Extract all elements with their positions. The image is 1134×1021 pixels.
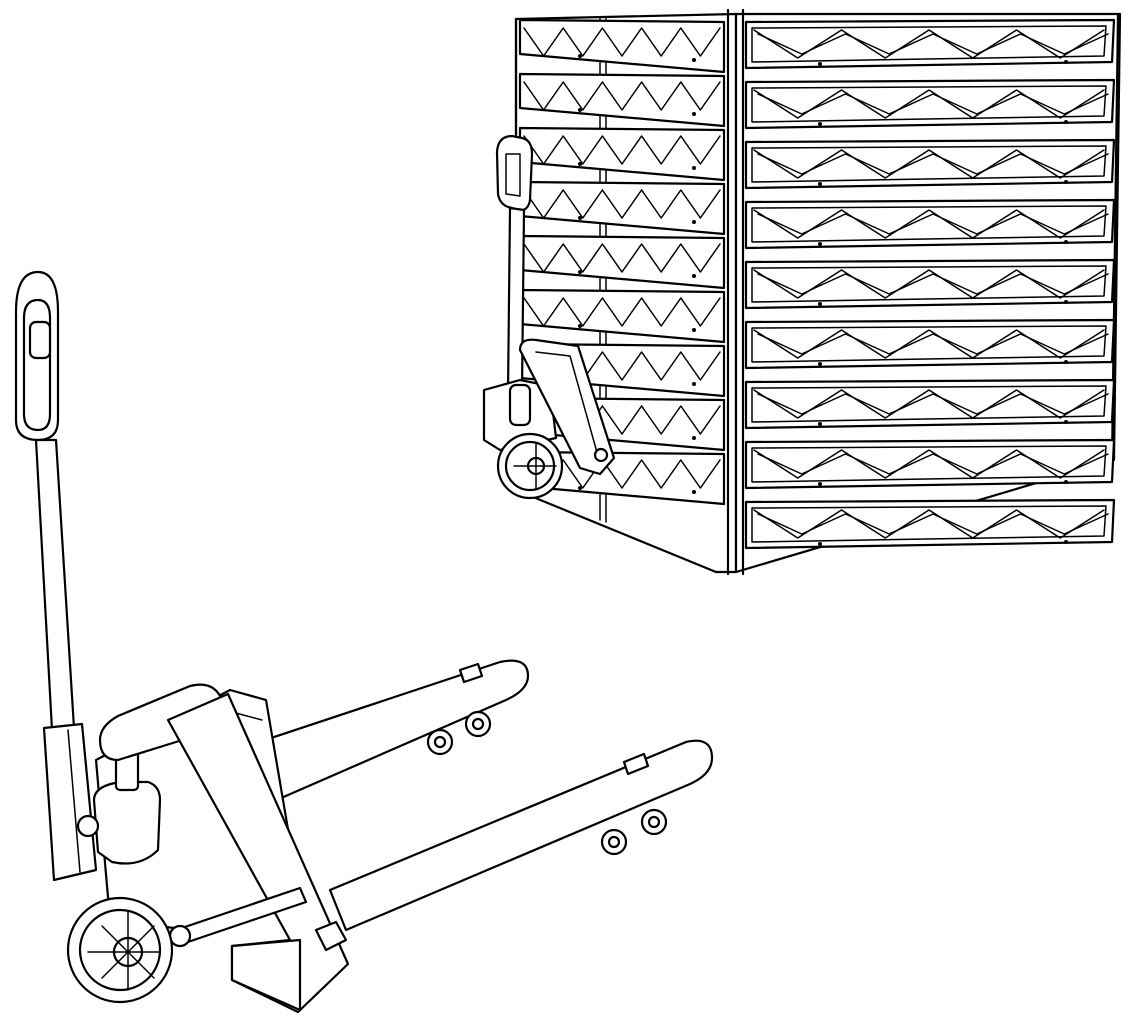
- rack-lattice-left: [523, 27, 721, 57]
- rack-lattice-left: [523, 189, 721, 219]
- rack-lattice: [757, 513, 1109, 535]
- rack-tier-inner: [751, 145, 1107, 183]
- fork-left-roller: [426, 710, 492, 756]
- rack-lattice: [757, 273, 1109, 295]
- rack-bolt: [578, 324, 582, 328]
- rack-tier-inner: [751, 205, 1107, 243]
- rack-lattice-left: [523, 297, 721, 327]
- pallet-truck-front: [14, 270, 714, 1014]
- rack-bolt: [818, 542, 822, 546]
- rack-bolt: [818, 242, 822, 246]
- rack-bolt: [692, 112, 696, 116]
- stacked-pallet-rack: [514, 8, 1122, 576]
- rack-lattice-left: [523, 135, 721, 165]
- rack-bolt: [1064, 60, 1068, 64]
- rack-tier-inner: [751, 85, 1107, 123]
- rack-tier-inner: [751, 385, 1107, 423]
- rack-bolt: [692, 166, 696, 170]
- rack-bolt: [818, 302, 822, 306]
- rack-bolt: [578, 162, 582, 166]
- rack-bolt: [1064, 360, 1068, 364]
- front-truck-cover: [98, 683, 230, 762]
- rack-bolt: [1064, 420, 1068, 424]
- rack-lattice: [757, 153, 1109, 175]
- rack-bolt: [818, 482, 822, 486]
- rack-bolt: [692, 220, 696, 224]
- rack-lattice: [757, 453, 1109, 475]
- fork-left: [248, 659, 530, 804]
- fork-right: [328, 739, 714, 932]
- rack-bolt: [692, 382, 696, 386]
- rack-lattice: [757, 333, 1109, 355]
- rack-bolt: [1064, 180, 1068, 184]
- rack-lattice: [757, 393, 1109, 415]
- rack-bolt: [818, 62, 822, 66]
- rack-bolt: [692, 58, 696, 62]
- rack-lattice-left: [523, 81, 721, 111]
- rack-lattice-left: [523, 243, 721, 273]
- rack-bolt: [692, 328, 696, 332]
- rack-lattice: [757, 33, 1109, 55]
- rack-bolt: [1064, 120, 1068, 124]
- back-truck-body: [518, 338, 616, 476]
- rack-bolt: [818, 422, 822, 426]
- rack-tier-inner: [751, 25, 1107, 63]
- rack-bolt: [1064, 240, 1068, 244]
- rack-tier-left: [518, 18, 726, 74]
- pallet-truck-back: [482, 134, 616, 500]
- rack-tier-inner: [751, 265, 1107, 303]
- rack-bolt: [578, 54, 582, 58]
- rack-lattice: [757, 93, 1109, 115]
- back-truck-shaft: [506, 206, 526, 394]
- rack-bolt: [818, 182, 822, 186]
- rack-lattice: [757, 213, 1109, 235]
- rack-tier-inner: [751, 445, 1107, 483]
- rack-tier-inner: [751, 505, 1107, 543]
- rack-tier-group: [518, 18, 1116, 550]
- rack-tier-left: [518, 72, 726, 128]
- front-truck-wheel: [66, 896, 174, 1004]
- rack-bolt: [578, 486, 582, 490]
- rack-bolt: [692, 274, 696, 278]
- rack-bolt: [818, 122, 822, 126]
- rack-bolt: [1064, 300, 1068, 304]
- rack-bolt: [818, 362, 822, 366]
- rack-bolt: [578, 108, 582, 112]
- front-truck-shaft: [34, 438, 76, 732]
- back-truck-handle: [495, 134, 534, 212]
- fork-right-roller: [600, 808, 668, 856]
- rack-tier-inner: [751, 325, 1107, 363]
- rack-bolt: [578, 216, 582, 220]
- rack-bolt: [1064, 480, 1068, 484]
- front-truck-pump: [92, 780, 162, 865]
- rack-bolt: [578, 270, 582, 274]
- rack-bolt: [1064, 540, 1068, 544]
- rack-bolt: [692, 436, 696, 440]
- rack-bolt: [692, 490, 696, 494]
